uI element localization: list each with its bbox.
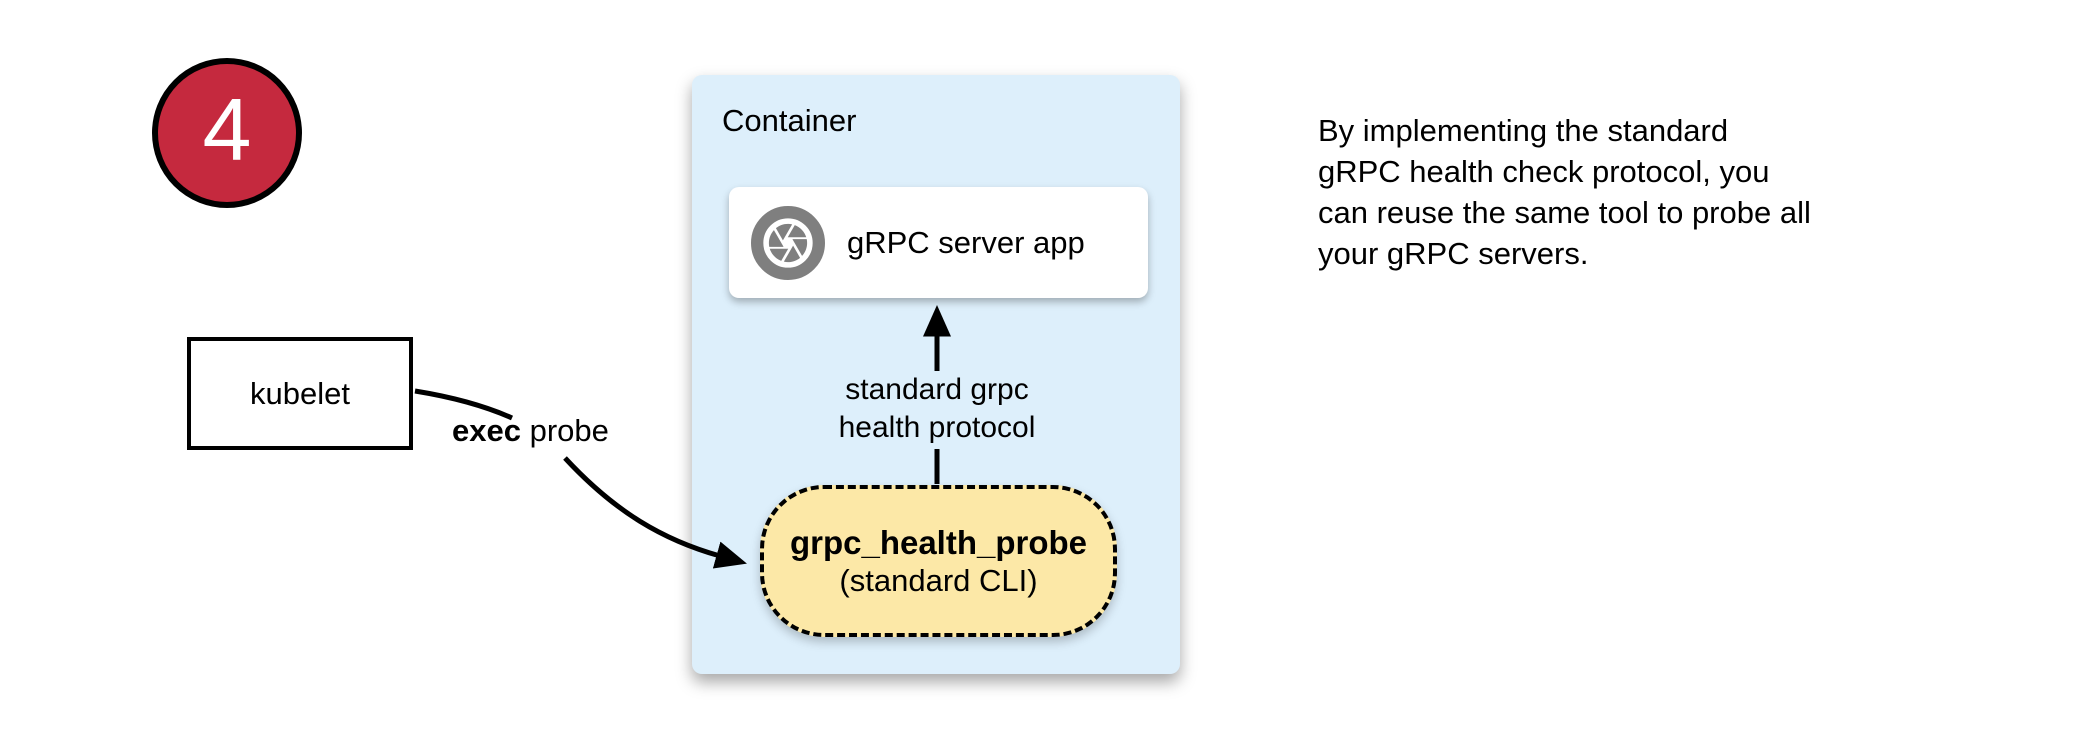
grpc-server-label: gRPC server app xyxy=(847,224,1085,260)
step-badge: 4 xyxy=(152,58,302,208)
health-protocol-label: standard grpc health protocol xyxy=(817,371,1057,447)
probe-subtitle: (standard CLI) xyxy=(839,563,1038,598)
container-label: Container xyxy=(722,103,857,138)
grpc-health-probe-box: grpc_health_probe (standard CLI) xyxy=(760,485,1117,637)
note-line: gRPC health check protocol, you xyxy=(1318,154,1770,189)
health-protocol-line2: health protocol xyxy=(838,411,1036,444)
note-line: can reuse the same tool to probe all xyxy=(1318,195,1811,230)
kubelet-label: kubelet xyxy=(250,375,350,411)
grpc-server-box: gRPC server app xyxy=(729,187,1148,298)
health-protocol-line1: standard grpc xyxy=(845,373,1029,406)
step-number: 4 xyxy=(202,80,252,179)
exec-probe-label: exec probe xyxy=(452,413,609,449)
aperture-icon xyxy=(751,205,825,280)
note-line: your gRPC servers. xyxy=(1318,236,1589,271)
kubelet-box: kubelet xyxy=(187,337,413,450)
exec-probe-label-rest: probe xyxy=(520,413,609,448)
exec-probe-label-bold: exec xyxy=(452,413,521,448)
note-text: By implementing the standard gRPC health… xyxy=(1318,110,1811,274)
note-line: By implementing the standard xyxy=(1318,113,1729,148)
probe-title: grpc_health_probe xyxy=(789,524,1088,561)
